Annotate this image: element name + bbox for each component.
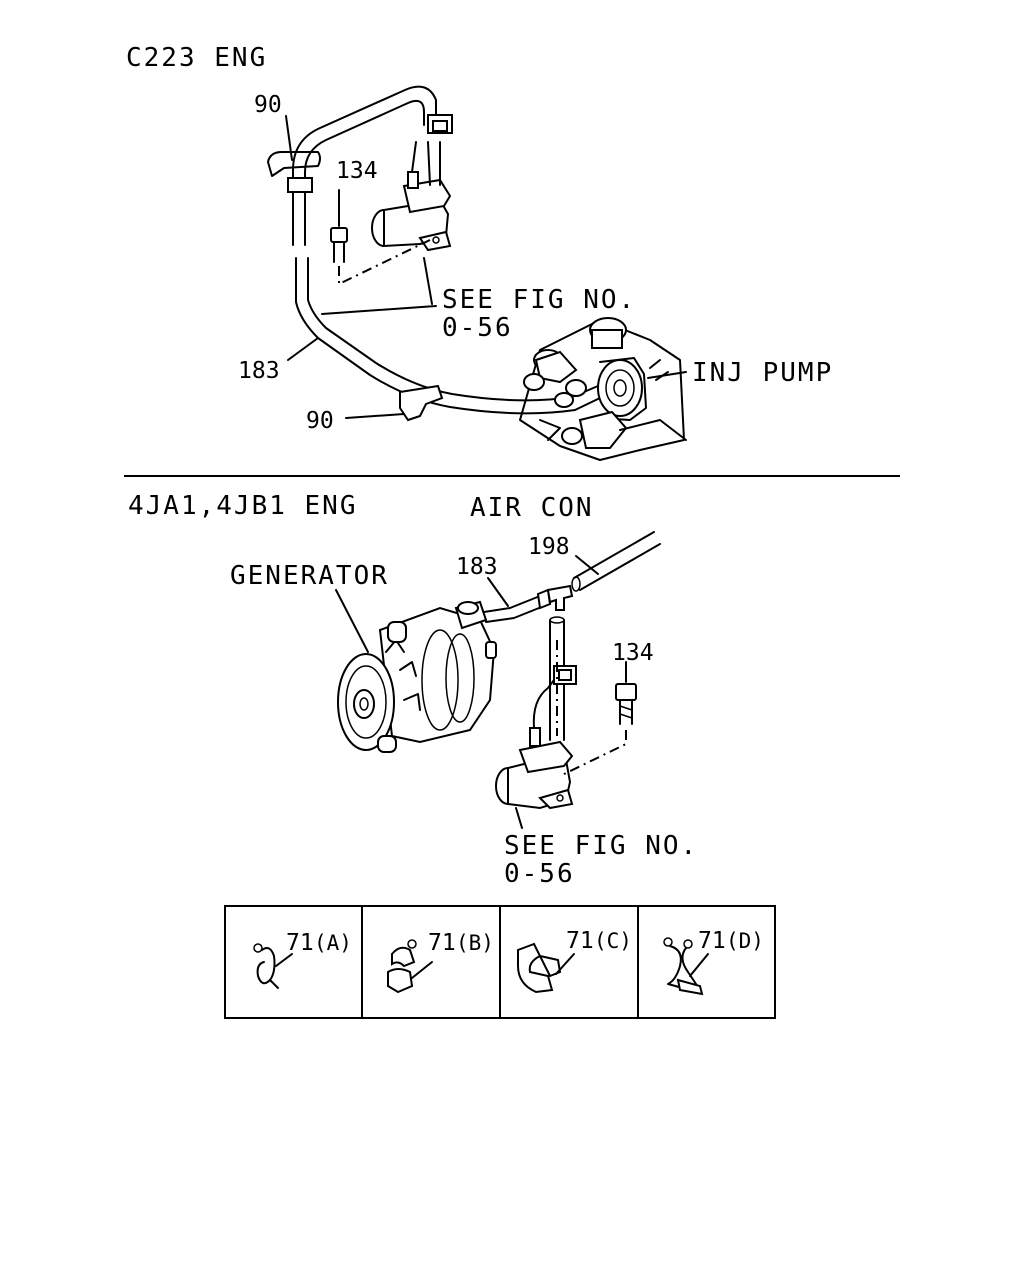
clip-71d-variant: (D) [726,929,764,953]
injection-pump [519,317,687,461]
clip-71c-drawing [517,942,575,994]
clip-71c-variant: (C) [594,929,632,953]
clip-71b-number: 71 [428,930,456,956]
generator [337,600,497,753]
clip-90-bottom [345,384,444,422]
clip-cell-b: 71 (B) [387,930,494,994]
clip-cell-d: 71 (D) [663,928,764,996]
clip-71d-drawing [663,937,709,996]
part-number-183-4ja1: 183 [456,554,498,580]
clip-71a-variant: (A) [314,931,352,955]
hose-198 [571,531,661,592]
section-4ja1: 4JA1,4JB1 ENG AIR CON GENERATOR 18 [128,491,698,889]
engine-label-4ja1: 4JA1,4JB1 ENG [128,491,358,521]
engine-label-c223: C223 ENG [126,43,267,73]
vsv-unit-4ja1 [495,665,577,810]
clip-71c-number: 71 [566,928,594,954]
inj-pump-label: INJ PUMP [692,358,833,388]
air-con-label: AIR CON [470,493,594,523]
clip-71b-drawing [387,939,433,994]
clip-71a-number: 71 [286,930,314,956]
clip-71a-drawing [253,943,293,989]
generator-label: GENERATOR [230,561,389,591]
part-number-134-4ja1: 134 [612,640,654,666]
part-number-198: 198 [528,534,570,560]
section-c223: C223 ENG 90 [126,43,833,461]
clip-cell-a: 71 (A) [253,930,352,989]
part-number-134-c223: 134 [336,158,378,184]
bolt-134-c223 [330,189,431,286]
clip-table: 71 (A) 71 (B) 71 (C) [224,905,776,1019]
clip-71b-variant: (B) [456,931,494,955]
see-fig-label-4ja1: SEE FIG NO. [504,831,698,861]
clip-cell-c: 71 (C) [517,928,632,994]
clip-71d-number: 71 [698,928,726,954]
part-number-183-c223: 183 [238,358,280,384]
fig-number-4ja1: 0-56 [504,859,575,889]
part-number-90-bottom: 90 [306,408,334,434]
clip-90-top [267,115,321,193]
hose-183-4ja1 [483,588,552,623]
fig-number-c223: 0-56 [442,313,513,343]
part-number-90-top: 90 [254,92,282,118]
vsv-unit-c223 [371,114,453,252]
see-fig-label-c223: SEE FIG NO. [442,285,636,315]
bolt-134-4ja1 [559,661,637,777]
tee-fitting [546,584,574,611]
